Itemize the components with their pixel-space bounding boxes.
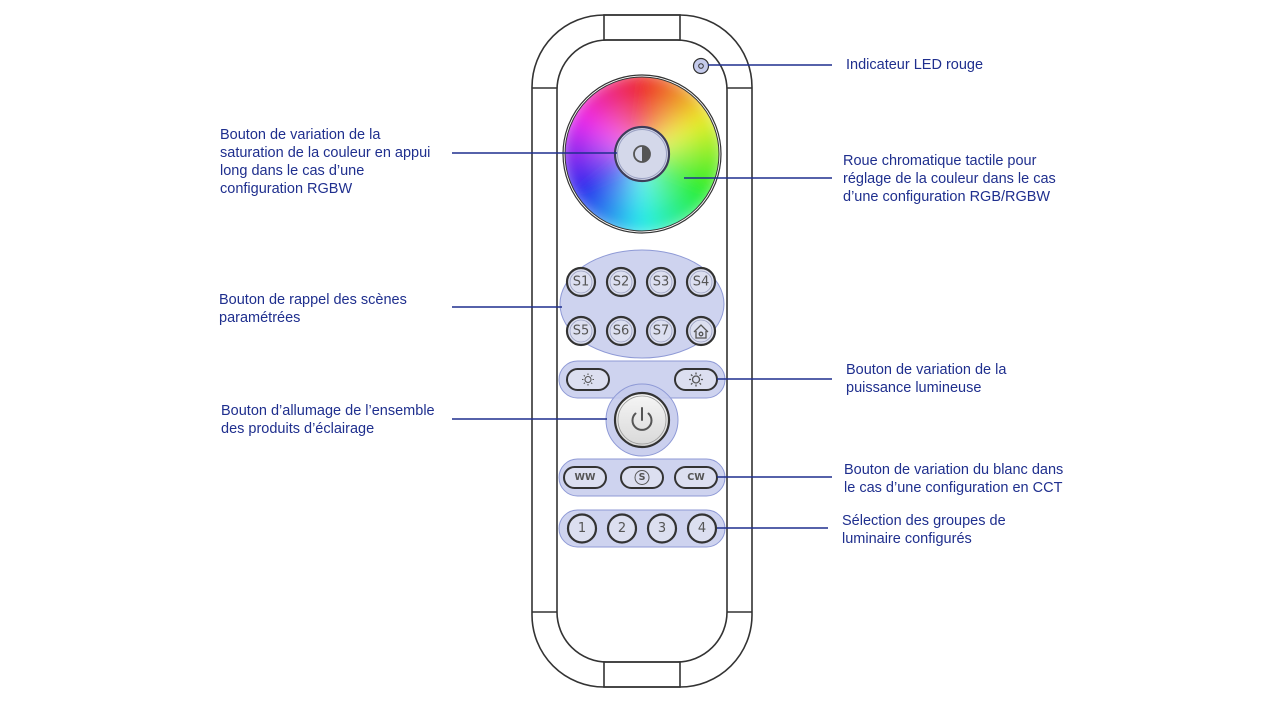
scene-button-s5[interactable]: S5 [565, 315, 597, 347]
scene-button-label: S1 [573, 275, 590, 290]
scene-button-label: S4 [693, 275, 710, 290]
half-circle-icon [633, 145, 651, 163]
group-button-label: 1 [578, 521, 586, 536]
scene-button-s7[interactable]: S7 [645, 315, 677, 347]
scene-button-s3[interactable]: S3 [645, 266, 677, 298]
sun-icon [582, 373, 594, 386]
scene-buttons-label: Bouton de rappel des scènes paramétrées [219, 292, 407, 326]
scene-button-s2[interactable]: S2 [605, 266, 637, 298]
group-button-3[interactable]: 3 [646, 513, 678, 544]
saturation-button[interactable] [613, 125, 671, 183]
scenes-highlight [559, 249, 725, 359]
scene-button-label: S5 [573, 324, 590, 339]
ww-button[interactable]: WW [563, 466, 607, 489]
group-button-label: 3 [658, 521, 666, 536]
home-icon [693, 324, 709, 339]
sun-icon [689, 372, 703, 387]
remote-body [531, 14, 753, 688]
group-button-label: 4 [698, 521, 706, 536]
power-icon [631, 407, 653, 431]
scene-button-s1[interactable]: S1 [565, 266, 597, 298]
group-button-label: 2 [618, 521, 626, 536]
brightness-up-button[interactable] [674, 368, 718, 391]
leader-lines [452, 64, 832, 529]
white-saturation-button[interactable]: S [620, 466, 664, 489]
saturation-button-label: Bouton de variation de la saturation de … [220, 127, 431, 197]
home-button[interactable] [685, 315, 717, 347]
group-button-4[interactable]: 4 [686, 513, 718, 544]
power-button-label: Bouton d’allumage de l’ensemble des prod… [221, 403, 435, 437]
brightness-buttons-label: Bouton de variation de la puissance lumi… [846, 362, 1007, 396]
group-button-1[interactable]: 1 [566, 513, 598, 544]
led-dot-icon [692, 57, 710, 75]
group-buttons-label: Sélection des groupes de luminaire confi… [842, 513, 1006, 547]
group-button-2[interactable]: 2 [606, 513, 638, 544]
cw-button[interactable]: CW [674, 466, 718, 489]
scene-button-s4[interactable]: S4 [685, 266, 717, 298]
ww-button-label: WW [575, 472, 596, 483]
cw-button-label: CW [687, 472, 705, 483]
brightness-down-button[interactable] [566, 368, 610, 391]
led-indicator-label: Indicateur LED rouge [846, 57, 984, 73]
white-saturation-label: S [639, 472, 646, 483]
power-button[interactable] [613, 391, 671, 449]
white-buttons-label: Bouton de variation du blanc dans le cas… [844, 462, 1064, 496]
color-wheel-label: Roue chromatique tactile pour réglage de… [843, 153, 1056, 205]
scene-button-label: S3 [653, 275, 670, 290]
scene-button-label: S2 [613, 275, 630, 290]
scene-buttons: S1 S2 S3 S4 S5 S6 S7 [565, 266, 717, 347]
led-indicator [692, 57, 710, 75]
scene-button-s6[interactable]: S6 [605, 315, 637, 347]
scene-button-label: S7 [653, 324, 670, 339]
scene-button-label: S6 [613, 324, 630, 339]
